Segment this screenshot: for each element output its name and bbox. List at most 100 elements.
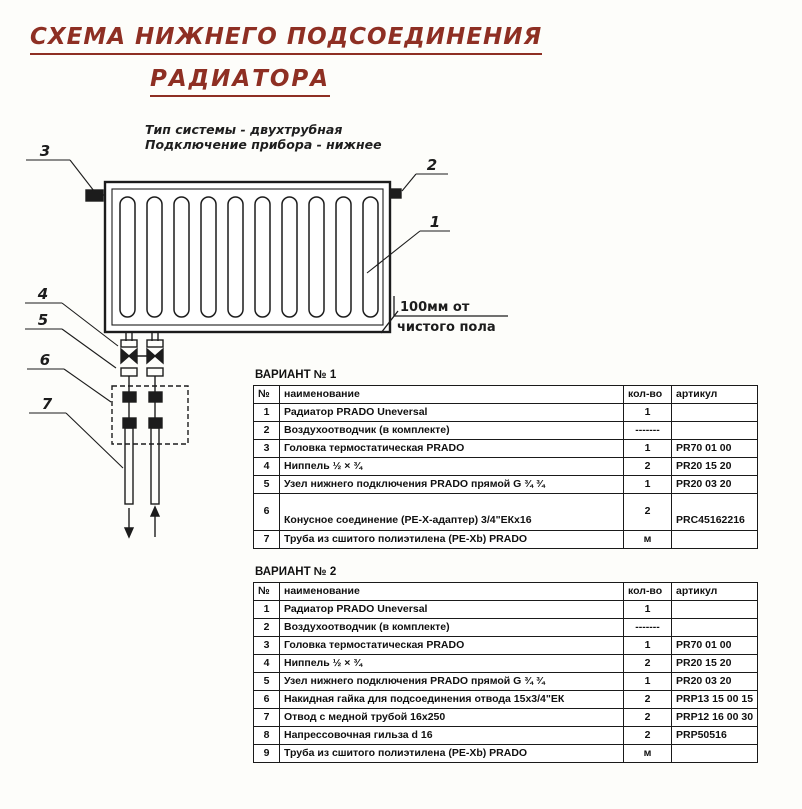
- col-header-num: №: [253, 582, 280, 601]
- table-row: 5 Узел нижнего подключения PRADO прямой …: [253, 475, 758, 494]
- cell-qty: 1: [623, 636, 672, 655]
- bottom-connection-unit: [120, 332, 164, 392]
- table-row: 8 Напрессовочная гильза d 16 2 PRP50516: [253, 726, 759, 745]
- cell-num: 7: [253, 708, 280, 727]
- table-row: 4 Ниппель ½ × ¾ 2 PR20 15 20: [253, 457, 758, 476]
- floor-level-note-lines: [380, 296, 508, 334]
- cell-name: Узел нижнего подключения PRADO прямой G …: [279, 672, 624, 691]
- callout-3: [26, 159, 95, 192]
- cell-num: 4: [253, 457, 280, 476]
- cell-qty: 1: [623, 475, 672, 494]
- cell-num: 1: [253, 403, 280, 422]
- col-header-name: наименование: [279, 582, 624, 601]
- callout-3-label: 3: [40, 142, 50, 160]
- cell-num: 3: [253, 636, 280, 655]
- cell-num: 4: [253, 654, 280, 673]
- page-title-line2: РАДИАТОРА: [150, 66, 331, 97]
- thermostatic-head-icon: [85, 189, 106, 202]
- cell-num: 3: [253, 439, 280, 458]
- table-row: 6 Конусное соединение (PE-X-адаптер) 3/4…: [253, 493, 758, 531]
- cell-name: Конусное соединение (PE-X-адаптер) 3/4"Е…: [279, 493, 624, 531]
- cell-num: 1: [253, 600, 280, 619]
- cell-article: PR20 15 20: [671, 457, 758, 476]
- radiator-body: [103, 180, 392, 334]
- callout-7-label: 7: [42, 395, 53, 413]
- variant-1-title: ВАРИАНТ № 1: [255, 369, 337, 381]
- radiator-channels: [119, 196, 379, 318]
- table-row: 2 Воздухоотводчик (в комплекте) -------: [253, 618, 759, 637]
- cell-qty: м: [623, 530, 672, 549]
- cell-name: Радиатор PRADO Uneversal: [279, 403, 624, 422]
- radiator-connection-diagram: 3 2 1 4 5 6 7 100мм от чистого пола: [25, 142, 508, 539]
- cell-num: 9: [253, 744, 280, 763]
- table-row: 7 Труба из сшитого полиэтилена (PE-Xb) P…: [253, 530, 758, 549]
- table-row: 7 Отвод с медной трубой 16х250 2 PRP12 1…: [253, 708, 759, 727]
- table-row: 2 Воздухоотводчик (в комплекте) -------: [253, 421, 758, 440]
- cell-qty: 1: [623, 600, 672, 619]
- callout-2-label: 2: [427, 156, 437, 174]
- col-header-article: артикул: [671, 385, 758, 404]
- callout-2: [401, 173, 448, 192]
- cell-num: 7: [253, 530, 280, 549]
- air-vent-icon: [389, 188, 402, 199]
- cell-article: [671, 403, 758, 422]
- cell-num: 8: [253, 726, 280, 745]
- cell-name: Труба из сшитого полиэтилена (PE-Xb) PRA…: [279, 744, 624, 763]
- cell-qty: 2: [623, 654, 672, 673]
- table-row: 5 Узел нижнего подключения PRADO прямой …: [253, 672, 759, 691]
- system-type-line2: Подключение прибора - нижнее: [145, 137, 382, 152]
- system-type-line1: Тип системы - двухтрубная: [145, 122, 343, 137]
- cell-qty: 2: [623, 726, 672, 745]
- floor-note-line1: 100мм от: [400, 300, 470, 315]
- callout-6: [27, 368, 112, 403]
- cell-name: Воздухоотводчик (в комплекте): [279, 618, 624, 637]
- variant-2-parts-table: № наименование кол-во артикул 1 Радиатор…: [253, 582, 759, 763]
- cell-article: [670, 600, 759, 619]
- callout-7: [29, 412, 124, 469]
- cell-article: PRP12 16 00 30: [670, 708, 759, 727]
- cell-qty: -------: [623, 421, 672, 440]
- cell-name: Отвод с медной трубой 16х250: [279, 708, 624, 727]
- variant-1-parts-table: № наименование кол-во артикул 1 Радиатор…: [253, 385, 758, 549]
- cell-name: Накидная гайка для подсоединения отвода …: [279, 690, 624, 709]
- table-row: 3 Головка термостатическая PRADO 1 PR70 …: [253, 439, 758, 458]
- col-header-qty: кол-во: [623, 385, 672, 404]
- cell-qty: -------: [623, 618, 672, 637]
- table-row: 9 Труба из сшитого полиэтилена (PE-Xb) P…: [253, 744, 759, 763]
- cell-article: [670, 744, 759, 763]
- cell-article: PR70 01 00: [671, 439, 758, 458]
- variant-2-section: ВАРИАНТ № 2 № наименование кол-во артику…: [253, 566, 763, 763]
- cell-name: Воздухоотводчик (в комплекте): [279, 421, 624, 440]
- table-row: 4 Ниппель ½ × ¾ 2 PR20 15 20: [253, 654, 759, 673]
- cell-num: 5: [253, 475, 280, 494]
- cell-article: PR70 01 00: [670, 636, 759, 655]
- callout-6-label: 6: [40, 351, 50, 369]
- cell-article: [671, 421, 758, 440]
- table-row: 6 Накидная гайка для подсоединения отвод…: [253, 690, 759, 709]
- cell-article: [671, 530, 758, 549]
- flow-arrows: [123, 505, 161, 539]
- table-header-row: № наименование кол-во артикул: [253, 582, 759, 601]
- cell-name: Головка термостатическая PRADO: [279, 636, 624, 655]
- cell-qty: 1: [623, 672, 672, 691]
- cell-qty: м: [623, 744, 672, 763]
- table-header-row: № наименование кол-во артикул: [253, 385, 758, 404]
- cell-num: 2: [253, 421, 280, 440]
- col-header-num: №: [253, 385, 280, 404]
- table-row: 1 Радиатор PRADO Uneversal 1: [253, 600, 759, 619]
- cell-num: 6: [253, 493, 280, 531]
- cell-num: 5: [253, 672, 280, 691]
- cell-article: PR20 15 20: [670, 654, 759, 673]
- callout-1: [366, 230, 450, 274]
- cell-qty: 2: [623, 457, 672, 476]
- cell-qty: 1: [623, 403, 672, 422]
- cell-qty: 1: [623, 439, 672, 458]
- variant-2-title: ВАРИАНТ № 2: [255, 566, 337, 578]
- cell-qty: 2: [623, 493, 672, 531]
- cell-article: PRP13 15 00 15: [670, 690, 759, 709]
- cell-article: PRC45162216: [671, 493, 758, 531]
- cell-name: Головка термостатическая PRADO: [279, 439, 624, 458]
- page-title-line1: СХЕМА НИЖНЕГО ПОДСОЕДИНЕНИЯ: [30, 24, 543, 55]
- supply-arrow-down: [123, 508, 135, 539]
